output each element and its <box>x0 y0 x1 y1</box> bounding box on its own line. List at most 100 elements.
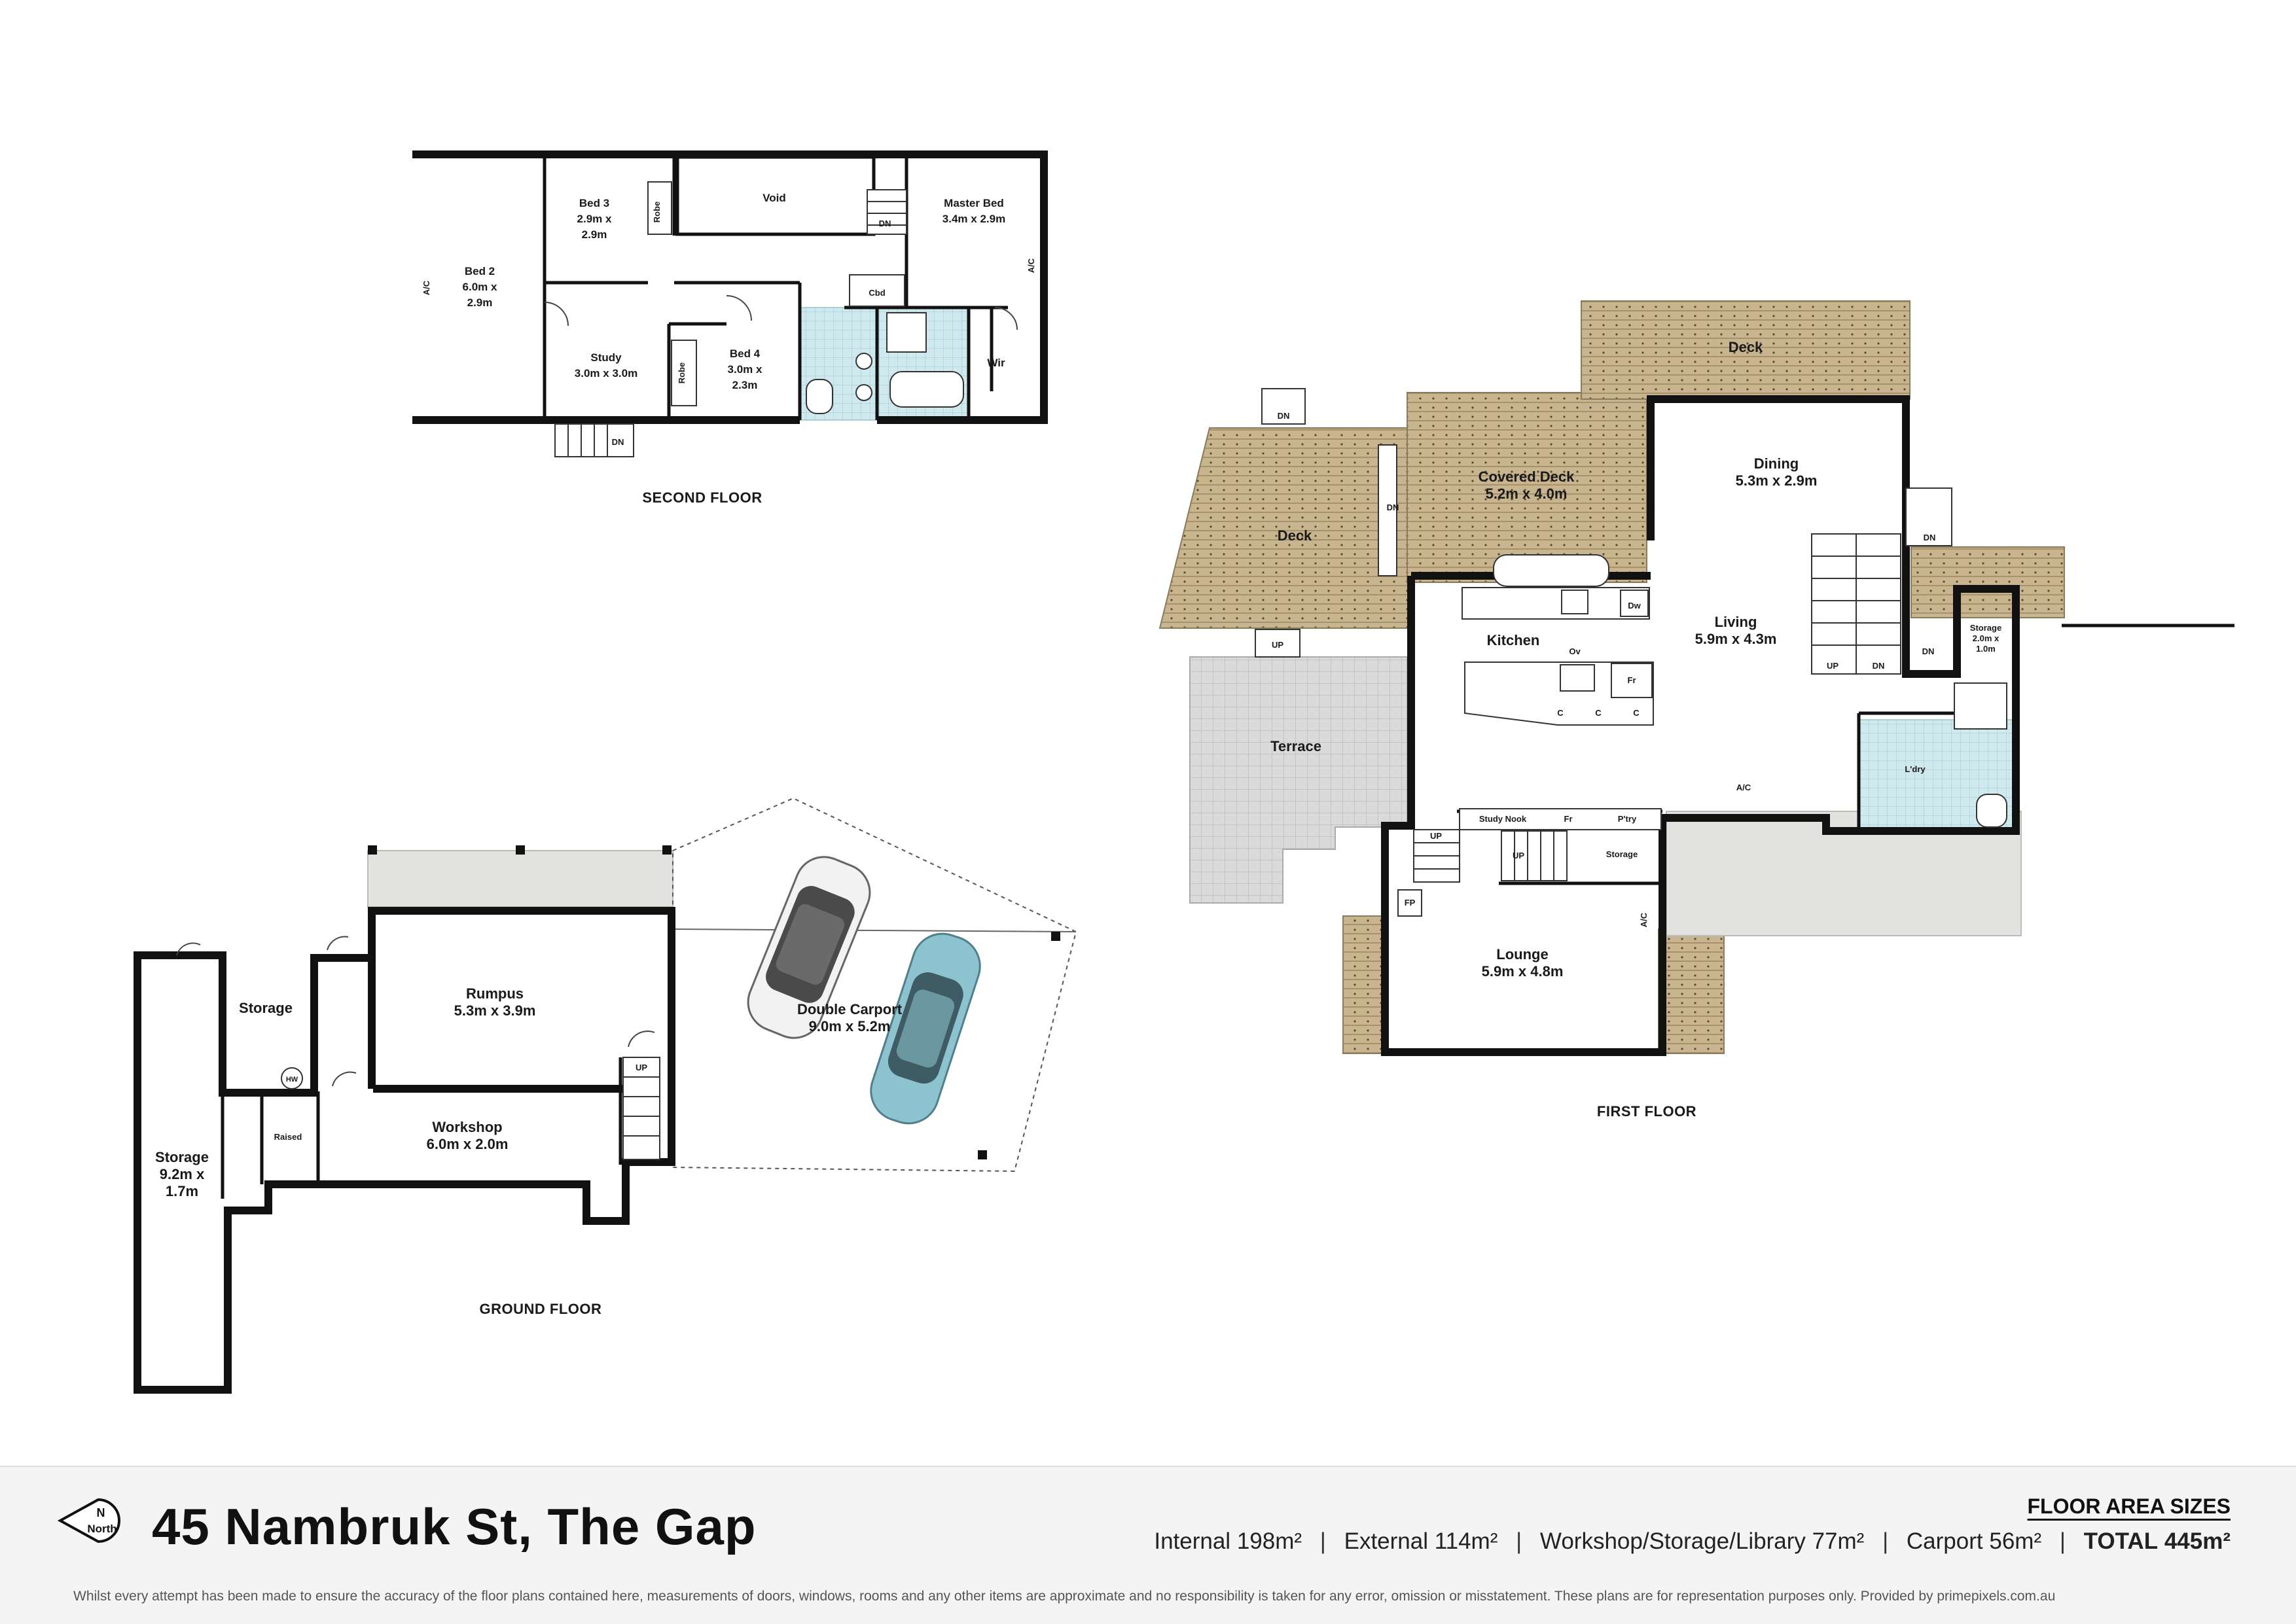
fixture-label: DN <box>1387 503 1399 512</box>
room-name: Study <box>590 351 622 364</box>
floor-plan-drawing: Bed 2 6.0m x 2.9m Bed 3 2.9m x 2.9m Void… <box>134 150 2234 1394</box>
fridge <box>1611 663 1653 698</box>
room-name: Bed 2 <box>465 265 495 277</box>
room-size: 3.0m x 3.0m <box>575 367 637 380</box>
kitchen-island <box>1464 662 1654 726</box>
total-label: TOTAL <box>2083 1528 2159 1554</box>
post <box>516 845 525 855</box>
room-name: Master Bed <box>944 197 1004 209</box>
room-name: Storage <box>155 1149 209 1165</box>
deck-lounge-left <box>1342 915 1383 1054</box>
cupboard <box>849 274 905 307</box>
fixture-label: DN <box>1922 646 1935 656</box>
room-name: Kitchen <box>1487 632 1540 648</box>
door-swing <box>176 942 201 956</box>
room-name: Storage <box>239 1000 293 1016</box>
fixture-label: DN <box>1924 533 1936 542</box>
fixture-label: Storage <box>1606 849 1638 859</box>
ground-floor-plan: Rumpus 5.3m x 3.9m Double Carport 9.0m x… <box>134 797 1077 1394</box>
toilet <box>806 379 833 414</box>
room-name: Bed 4 <box>730 347 761 360</box>
door-swing <box>994 307 1018 330</box>
door-swing <box>726 295 752 321</box>
fixture-label: UP <box>1272 640 1283 650</box>
north-compass-icon: N North <box>58 1498 120 1544</box>
deck-lounge-right <box>1658 928 1725 1054</box>
room-name: Storage <box>1970 623 2001 633</box>
fixture-label: C <box>1633 708 1640 718</box>
sink <box>1561 590 1588 614</box>
kitchen-bench <box>1462 587 1650 620</box>
bathtub <box>889 371 964 408</box>
room-size: 3.0m x <box>728 363 762 376</box>
first-floor-plan: Deck Dining 5.3m x 2.9m Covered Deck 5.2… <box>1158 300 2234 1120</box>
post <box>1051 932 1060 941</box>
covered-deck <box>1407 392 1647 583</box>
robe-bed3 <box>647 181 672 235</box>
fixture-label: A/C <box>422 280 431 295</box>
room-size: 2.0m x <box>1973 633 2000 643</box>
room-size: 3.4m x 2.9m <box>942 213 1005 225</box>
floor-title: SECOND FLOOR <box>642 489 762 506</box>
room-size: 9.2m x <box>160 1166 205 1182</box>
room-size: 5.2m x 4.0m <box>1486 485 1568 502</box>
fixture-label: Dw <box>1628 601 1641 610</box>
basin <box>855 353 872 370</box>
total-value: 445m² <box>2164 1528 2231 1554</box>
post <box>662 845 672 855</box>
cooktop <box>1560 664 1595 692</box>
fixture-label: DN <box>879 219 891 228</box>
room-size: 5.3m x 3.9m <box>454 1002 536 1019</box>
compass-letter: N <box>97 1506 105 1519</box>
area-label: External <box>1344 1528 1429 1554</box>
separator: | <box>1516 1528 1522 1554</box>
fixture-label: UP <box>1513 851 1524 860</box>
room-size: 1.7m <box>166 1183 198 1199</box>
separator: | <box>1882 1528 1889 1554</box>
area-label: Workshop/Storage/Library <box>1539 1528 1806 1554</box>
door-swing <box>628 1031 655 1048</box>
area-value: 56m² <box>1989 1528 2042 1554</box>
hot-water-unit <box>281 1067 303 1089</box>
fixture-label: A/C <box>1736 783 1751 792</box>
basin <box>855 384 872 401</box>
area-value: 77m² <box>1812 1528 1865 1554</box>
compass-label: North <box>87 1523 117 1535</box>
shower <box>1954 682 2007 730</box>
first-floor-stairs <box>1811 533 1901 675</box>
room-name: L'dry <box>1905 764 1926 774</box>
fixture-label: Wir <box>987 357 1005 369</box>
second-floor-stairs <box>867 189 907 235</box>
room-name: Dining <box>1754 455 1799 472</box>
door-swing <box>544 302 569 327</box>
room-size: 6.0m x 2.0m <box>427 1136 509 1152</box>
fireplace <box>1397 889 1422 917</box>
dishwasher <box>1620 590 1649 617</box>
separator: | <box>1319 1528 1326 1554</box>
separator: | <box>2059 1528 2066 1554</box>
fixture-label: A/C <box>1026 258 1036 273</box>
room-name: Deck <box>1278 527 1312 544</box>
car-white-icon <box>747 856 871 1039</box>
carport-outline <box>672 797 1077 1173</box>
area-value: 114m² <box>1434 1528 1498 1554</box>
first-floor-stairs-lower <box>1413 829 1568 883</box>
post <box>978 1150 987 1159</box>
room-name: Raised <box>274 1132 302 1142</box>
room-name: Living <box>1715 614 1757 630</box>
footer-bar: N North 45 Nambruk St, The Gap FLOOR ARE… <box>0 1466 2296 1624</box>
fixture-label: UP <box>1430 831 1442 841</box>
door-swing <box>327 936 349 951</box>
fixture-label: Cbd <box>869 288 885 298</box>
deck-steps <box>1255 388 1952 658</box>
fixture-label: C <box>1595 708 1602 718</box>
fixture-label: UP <box>636 1063 647 1072</box>
room-name: Rumpus <box>466 985 524 1002</box>
carport-line <box>672 928 1077 932</box>
second-floor-plan: Bed 2 6.0m x 2.9m Bed 3 2.9m x 2.9m Void… <box>412 150 1048 506</box>
room-name: Lounge <box>1496 946 1548 962</box>
room-name: Workshop <box>432 1119 502 1135</box>
robe-bed4 <box>671 340 697 406</box>
study-nook-bench <box>1459 808 1662 830</box>
ground-paved-strip <box>367 850 673 908</box>
